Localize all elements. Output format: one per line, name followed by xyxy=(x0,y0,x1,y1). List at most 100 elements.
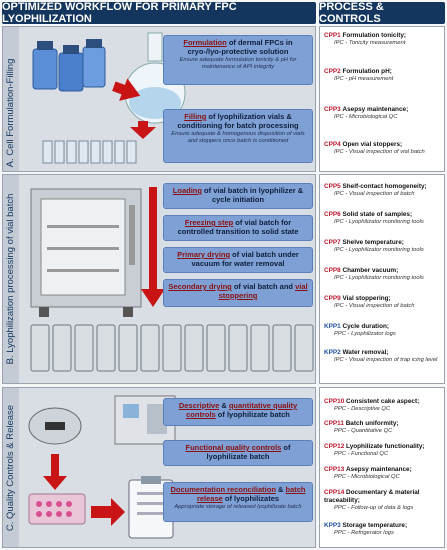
control-type: IPC - xyxy=(334,40,349,46)
step-main: Descriptive & quantitative quality contr… xyxy=(167,401,309,419)
step-highlight: Documentation reconciliation xyxy=(170,485,276,494)
control-name: Water removal; xyxy=(342,349,389,356)
control-detail: Follow-up of data & logs xyxy=(351,505,414,511)
lyophilizer-icon xyxy=(30,188,142,317)
control-name: Asepsy maintenance; xyxy=(342,106,409,113)
control-type: IPC - xyxy=(334,149,349,155)
step-main: Functional quality controls of lyophiliz… xyxy=(167,443,309,461)
step-highlight: batch release xyxy=(196,485,306,503)
control-item: CPP5 Shelf-contact homogeneity; IPC - Vi… xyxy=(324,183,444,198)
control-type: IPC - xyxy=(334,191,349,197)
control-type: PPC - xyxy=(334,505,352,511)
step-primary-drying: Primary drying of vial batch under vacuu… xyxy=(163,247,313,273)
step-text: of dermal FPCs in cryo-/lyo-protective s… xyxy=(187,38,293,56)
control-detail: Visual inspection of vial batch xyxy=(348,149,425,155)
step-descriptive-qc: Descriptive & quantitative quality contr… xyxy=(163,398,313,426)
control-item: CPP4 Open vial stoppers; IPC - Visual in… xyxy=(324,141,444,156)
step-highlight: Functional quality controls xyxy=(185,443,282,452)
control-detail: Refrigerator logs xyxy=(351,530,394,536)
section-a-band xyxy=(3,27,19,171)
control-detail: Lyophilizator monitoring tools xyxy=(348,247,424,253)
control-detail: Lyophilizator monitoring tools xyxy=(348,275,424,281)
control-detail: Descriptive QC xyxy=(351,406,391,412)
control-type: IPC - xyxy=(334,219,349,225)
control-name: Open vial stoppers; xyxy=(342,141,403,148)
step-main: Formulation of dermal FPCs in cryo-/lyo-… xyxy=(167,38,309,56)
control-detail: Microbiological QC xyxy=(351,474,400,480)
control-detail: Microbiological QC xyxy=(348,114,398,120)
control-code: CPP3 xyxy=(324,106,341,113)
step-highlight: Secondary drying xyxy=(168,282,232,291)
control-item: CPP8 Chamber vacuum; IPC - Lyophilizator… xyxy=(324,267,444,282)
control-detail: Visual inspection of batch xyxy=(348,191,415,197)
bottle-icon xyxy=(32,39,106,92)
control-code: CPP7 xyxy=(324,239,341,246)
control-code: CPP14 xyxy=(324,489,345,496)
control-code: CPP5 xyxy=(324,183,341,190)
section-c: C. Quality Controls & Release De xyxy=(2,387,316,548)
control-code: KPP3 xyxy=(324,522,341,529)
control-code: CPP11 xyxy=(324,420,344,427)
control-detail: Functional QC xyxy=(351,451,389,457)
control-name: Chamber vacuum; xyxy=(342,267,399,274)
control-code: CPP4 xyxy=(324,141,341,148)
control-name: Shelve temperature; xyxy=(342,239,404,246)
control-item: CPP11 Batch uniformity; PPC - Quantitati… xyxy=(324,420,444,435)
control-item: KPP3 Storage temperature; PPC - Refriger… xyxy=(324,522,444,537)
step-main: Loading of vial batch in lyophilizer & c… xyxy=(167,186,309,204)
section-c-band xyxy=(3,388,19,547)
clipboard-icon xyxy=(128,476,174,539)
control-name: Documentary & material traceability; xyxy=(324,489,420,504)
vial-batch-icon xyxy=(30,324,314,372)
control-name: Formulation pH; xyxy=(342,68,392,75)
step-text: of lyophilizate batch xyxy=(215,410,290,419)
control-item: CPP7 Shelve temperature; IPC - Lyophiliz… xyxy=(324,239,444,254)
control-item: CPP12 Lyophilizate functionality; PPC - … xyxy=(324,443,444,458)
control-detail: Lyophilizator monitoring tools xyxy=(348,219,424,225)
control-code: CPP1 xyxy=(324,32,341,39)
control-item: CPP10 Consistent cake aspect; PPC - Desc… xyxy=(324,398,444,413)
control-type: PPC - xyxy=(334,451,352,457)
control-name: Batch uniformity; xyxy=(345,420,399,427)
step-text: of vial batch in lyophilizer & cycle ini… xyxy=(201,186,304,204)
arrow-icon xyxy=(91,498,125,526)
step-main: Freezing step of vial batch for controll… xyxy=(167,218,309,236)
step-functional-qc: Functional quality controls of lyophiliz… xyxy=(163,440,313,466)
microscope-icon xyxy=(28,407,82,445)
section-a-label: A. Cell Formulation-Filling xyxy=(5,59,16,168)
step-freezing: Freezing step of vial batch for controll… xyxy=(163,215,313,241)
control-type: PPC - xyxy=(334,406,352,412)
control-name: Consistent cake aspect; xyxy=(346,398,420,405)
control-type: PPC - xyxy=(334,331,352,337)
step-text: & xyxy=(275,485,286,494)
arrow-icon xyxy=(43,454,67,490)
arrow-icon xyxy=(130,121,156,139)
step-highlight: Freezing step xyxy=(184,218,234,227)
control-type: IPC - xyxy=(334,76,349,82)
control-type: PPC - xyxy=(334,428,352,434)
control-name: Shelf-contact homogeneity; xyxy=(342,183,427,190)
control-type: IPC - xyxy=(334,247,349,253)
step-highlight: Primary drying xyxy=(177,250,231,259)
step-text: & xyxy=(219,401,229,410)
control-item: CPP13 Asepsy maintenance; PPC - Microbio… xyxy=(324,466,444,481)
lyophilizer-illustration xyxy=(30,187,314,372)
step-main: Documentation reconciliation & batch rel… xyxy=(167,485,309,503)
control-item: KPP1 Cycle duration; PPC - Lyophilizator… xyxy=(324,323,444,338)
step-sub: Appropriate storage of released lyophili… xyxy=(174,504,302,510)
control-type: IPC - xyxy=(334,357,349,363)
control-name: Solid state of samples; xyxy=(342,211,413,218)
step-highlight: Loading xyxy=(172,186,202,195)
control-detail: Visual inspection of batch xyxy=(348,303,415,309)
control-name: Vial stoppering; xyxy=(342,295,391,302)
control-item: CPP9 Vial stoppering; IPC - Visual inspe… xyxy=(324,295,444,310)
step-text: of lyophilizate batch xyxy=(206,443,291,461)
control-detail: pH measurement xyxy=(348,76,394,82)
control-name: Asepsy maintenance; xyxy=(346,466,412,473)
control-name: Formulation tonicity; xyxy=(342,32,407,39)
step-text: of lyophilizates xyxy=(222,494,280,503)
control-code: CPP2 xyxy=(324,68,341,75)
step-main: Secondary drying of vial batch and vial … xyxy=(167,282,309,300)
step-text: of lyophilization vials & conditioning f… xyxy=(177,112,299,130)
control-code: KPP1 xyxy=(324,323,341,330)
